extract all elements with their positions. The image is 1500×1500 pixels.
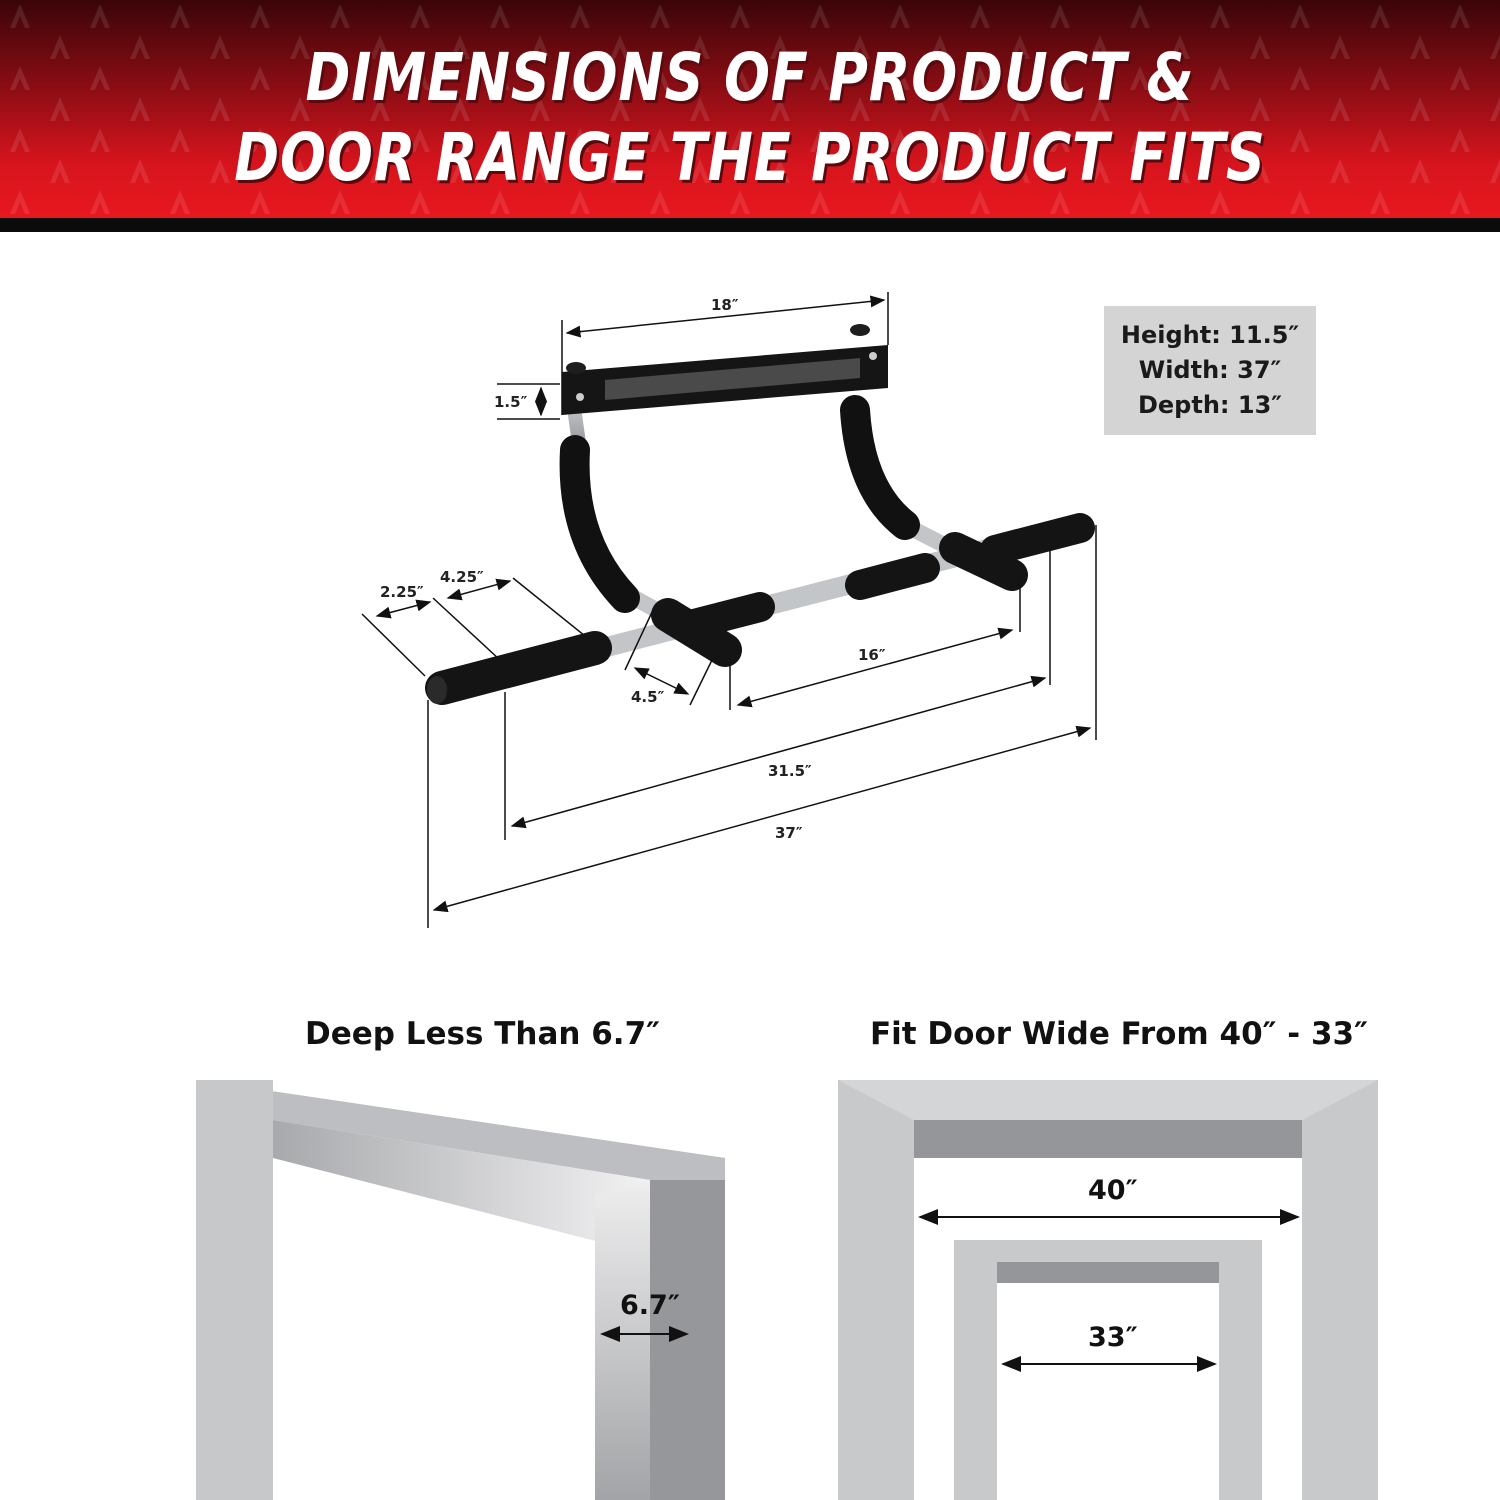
title-line-2: DOOR RANGE THE PRODUCT FITS [234,119,1266,196]
door-depth-title: Deep Less Than 6.7″ [305,1016,661,1052]
door-min-width-label: 33″ [1088,1322,1138,1353]
banner-divider [0,218,1500,232]
dim-total-width: 37″ [775,824,803,842]
dim-outer-grip: 4.25″ [440,568,484,586]
dim-end-grip: 2.25″ [380,583,424,601]
dim-handle-spacing: 16″ [858,646,886,664]
door-width-frame-illustration [838,1080,1378,1500]
arrow-pattern-background [0,0,1500,218]
door-max-width-label: 40″ [1088,1175,1138,1206]
door-width-title: Fit Door Wide From 40″ - 33″ [870,1016,1368,1052]
header-banner: DIMENSIONS OF PRODUCT & DOOR RANGE THE P… [0,0,1500,218]
dim-top-bar-height: 1.5″ [494,393,528,411]
spec-depth: Depth: 13″ [1137,391,1282,419]
door-depth-label: 6.7″ [620,1290,680,1321]
title-line-1: DIMENSIONS OF PRODUCT & [305,39,1195,116]
door-depth-frame-illustration [196,1080,725,1500]
dim-handle-depth: 4.5″ [631,688,665,706]
spec-summary-box: Height: 11.5″ Width: 37″ Depth: 13″ [1104,306,1316,435]
dim-top-bar-length: 18″ [711,296,739,314]
dim-inner-width: 31.5″ [768,762,812,780]
pullup-bar-illustration [361,292,1097,928]
spec-width: Width: 37″ [1138,356,1282,384]
page-title: DIMENSIONS OF PRODUCT & DOOR RANGE THE P… [135,38,1365,198]
spec-height: Height: 11.5″ [1120,321,1300,349]
